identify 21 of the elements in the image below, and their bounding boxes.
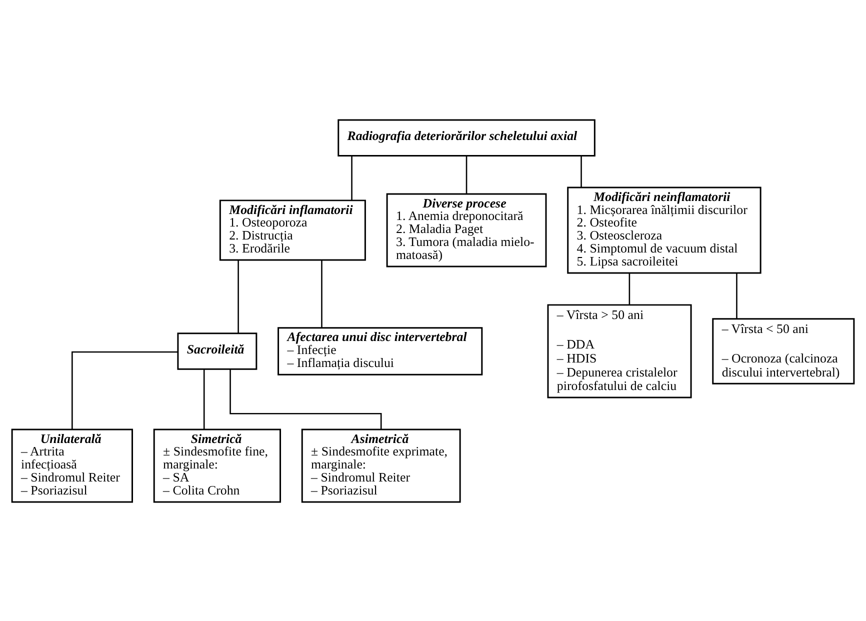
- connector: [238, 260, 239, 333]
- connector: [230, 368, 382, 429]
- node-box: Radiografia deteriorărilor scheletului axial: [338, 118, 596, 156]
- node-box: Sacroileită: [177, 332, 258, 370]
- node-box: Simetrică ± Sindesmofite fine, marginale: – SA – Colita Crohn: [153, 428, 282, 502]
- node-box: Afectarea unui disc intervertebral – Infecție – Inflamația discului: [278, 326, 483, 375]
- connector: [466, 156, 468, 194]
- node-box: Asimetrică ± Sindesmofite exprimate, marginale: – Sindromul Reiter – Psoriazisul: [301, 428, 461, 502]
- node-box: Diverse procese 1. Anemia dreponocitară 2. Maladia Paget 3. Tumora (maladia mielo- matoasă): [386, 192, 547, 267]
- connector: [628, 272, 630, 304]
- node-box: Modificări inflamatorii 1. Osteoporoza 2. Distrucția 3. Erodările: [219, 199, 366, 260]
- node-box: Unilaterală – Artrita infecțioasă – Sindromul Reiter – Psoriazisul: [11, 428, 133, 502]
- node-box: Modificări neinflamatorii 1. Micșorarea înălțimii discurilor 2. Osteofite 3. Osteoscleroza 4. Simptomul de vacuum distal 5. Lipsa sacroileitei: [567, 186, 762, 274]
- connector: [72, 350, 178, 429]
- connector: [351, 156, 352, 200]
- connector: [580, 156, 582, 187]
- connector: [321, 260, 322, 328]
- node-box: – Vîrsta < 50 ani – Ocronoza (calcinoza discului intervertebral): [712, 318, 855, 384]
- connector: [736, 272, 738, 318]
- node-box: – Vîrsta > 50 ani – DDA – HDIS – Depunerea cristalelor pirofosfatului de calciu: [547, 304, 692, 398]
- connector: [203, 368, 205, 429]
